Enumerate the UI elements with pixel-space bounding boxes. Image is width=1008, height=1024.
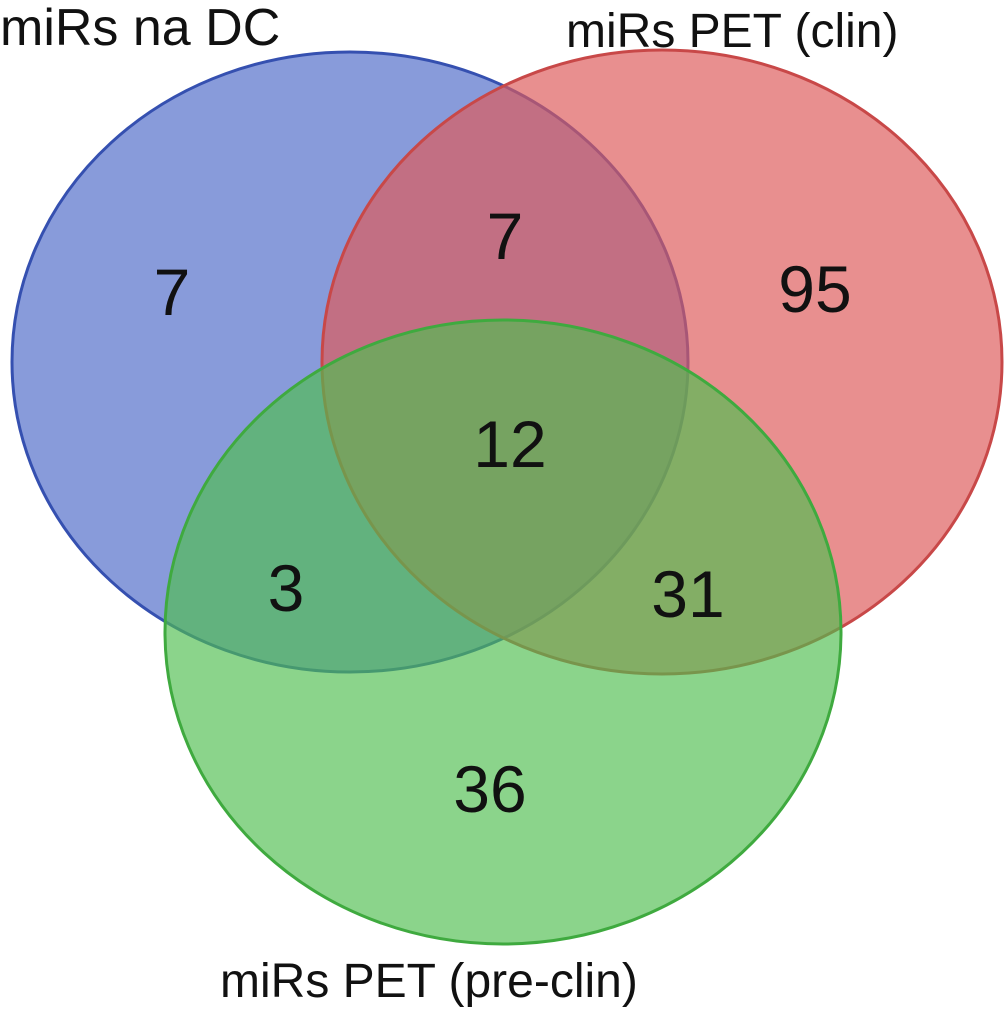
count-all-three: 12 (473, 407, 546, 481)
set-label-preclin: miRs PET (pre-clin) (220, 955, 638, 1008)
count-clin-only: 95 (778, 252, 851, 326)
count-dc-preclin: 3 (268, 551, 305, 625)
count-clin-preclin: 31 (651, 557, 724, 631)
count-dc-only: 7 (154, 255, 191, 329)
set-circle-preclin (163, 318, 843, 946)
set-label-dc: miRs na DC (0, 2, 287, 54)
set-label-clin: miRs PET (clin) (566, 5, 899, 58)
count-dc-clin: 7 (487, 199, 524, 273)
count-preclin-only: 36 (453, 752, 526, 826)
